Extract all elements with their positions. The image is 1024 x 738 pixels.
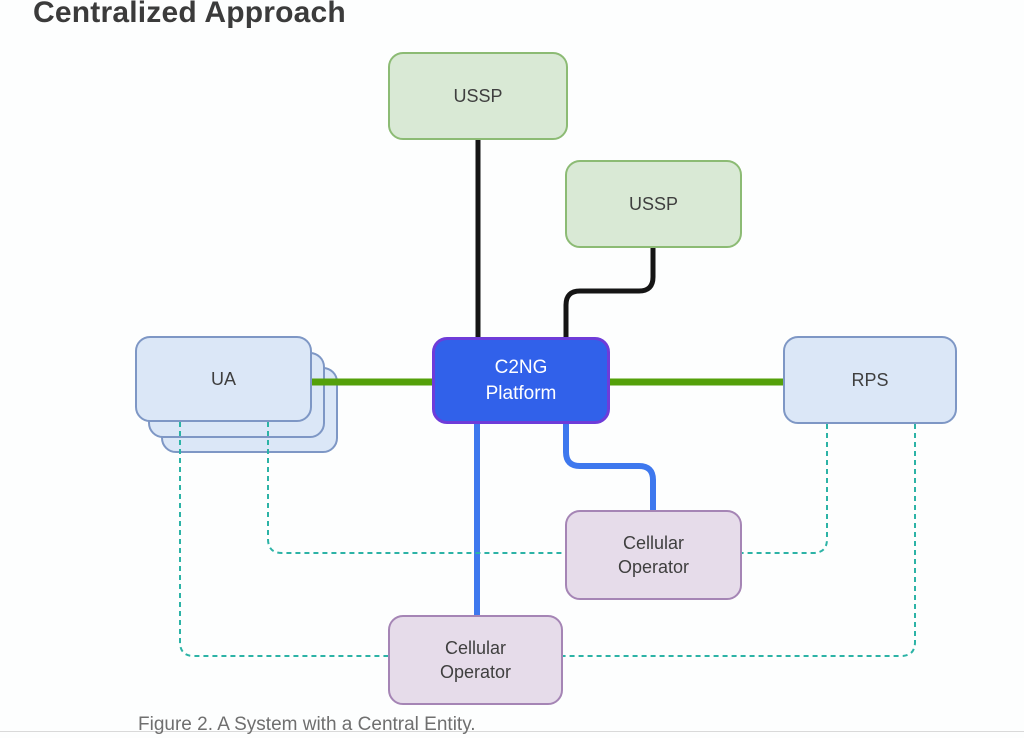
node-rps-label: RPS <box>851 369 889 390</box>
edge-ua-cellular-right-dashed <box>267 422 565 554</box>
edge-rps-cellular-right-dashed <box>742 424 828 554</box>
node-ua: UA <box>135 336 312 422</box>
page-title: Centralized Approach <box>33 0 346 29</box>
node-c2ng-platform-label: C2NG Platform <box>485 356 557 404</box>
edge-rps-cellular-bottom-dashed <box>563 424 916 657</box>
node-cellular-operator-bottom-label: Cellular Operator <box>439 637 512 682</box>
figure-caption: Figure 2. A System with a Central Entity… <box>138 714 476 735</box>
edge-ua-cellular-bottom-dashed <box>179 422 388 657</box>
node-ussp-right-label: USSP <box>628 193 679 214</box>
node-ua-label: UA <box>210 368 236 389</box>
node-ussp-right: USSP <box>565 160 742 248</box>
node-ussp-top: USSP <box>388 52 568 140</box>
edge-c2ng-cellular-right <box>563 424 656 510</box>
node-c2ng-platform: C2NG Platform <box>432 337 610 424</box>
node-rps: RPS <box>783 336 957 424</box>
node-cellular-operator-right-label: Cellular Operator <box>617 532 690 577</box>
bottom-divider <box>0 731 1024 732</box>
node-cellular-operator-right: Cellular Operator <box>565 510 742 600</box>
node-cellular-operator-bottom: Cellular Operator <box>388 615 563 705</box>
edge-ussp-right-c2ng <box>563 248 656 337</box>
node-ussp-top-label: USSP <box>453 85 503 106</box>
